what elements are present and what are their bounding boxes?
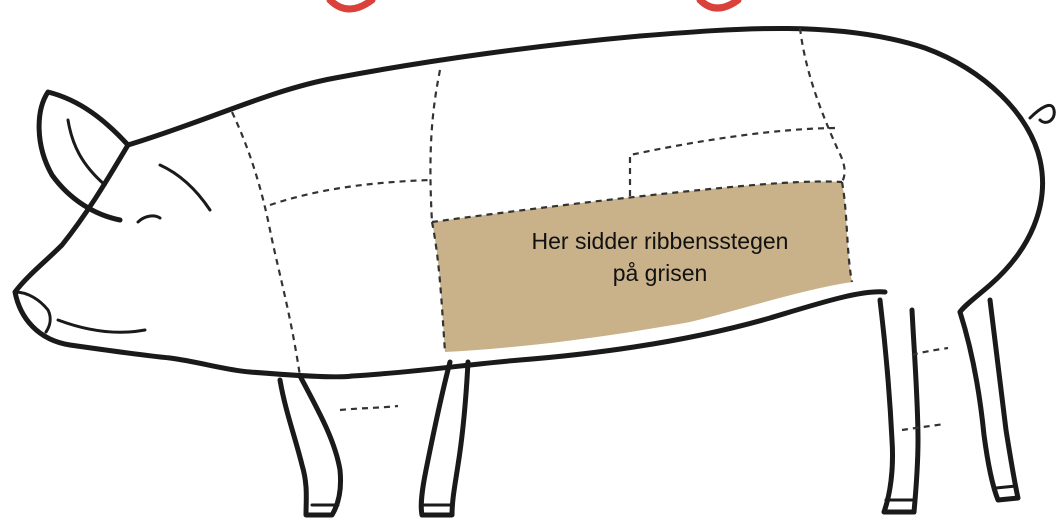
pig-ear-inner (68, 120, 105, 185)
cut-line-loin-back (800, 28, 845, 182)
cut-line-front-leg (340, 406, 398, 410)
rib-roast-label-line-2: på grisen (470, 257, 850, 289)
front-leg-left (280, 376, 341, 515)
hind-leg-left (880, 300, 918, 512)
cut-line-hind-leg-top (912, 348, 948, 355)
cut-line-hind-leg-bottom (902, 424, 945, 430)
pig-ear-fold (160, 165, 210, 210)
hind-leg-right (960, 300, 1018, 500)
pig-eye (138, 216, 160, 222)
cut-line-shoulder-back (430, 70, 440, 222)
front-leg-right (421, 362, 468, 515)
top-accent-arc-left (330, 0, 372, 9)
top-accent-arc-right (700, 0, 738, 8)
pig-ear-outline (39, 92, 128, 220)
cut-line-shoulder-horizontal (270, 180, 430, 205)
cut-line-neck (232, 112, 300, 376)
rib-roast-label: Her sidder ribbensstegen på grisen (470, 225, 850, 289)
hind-hoof-right (996, 486, 1016, 488)
pig-mouth (58, 320, 145, 332)
pig-tail (1030, 105, 1054, 122)
rib-roast-label-line-1: Her sidder ribbensstegen (470, 225, 850, 257)
